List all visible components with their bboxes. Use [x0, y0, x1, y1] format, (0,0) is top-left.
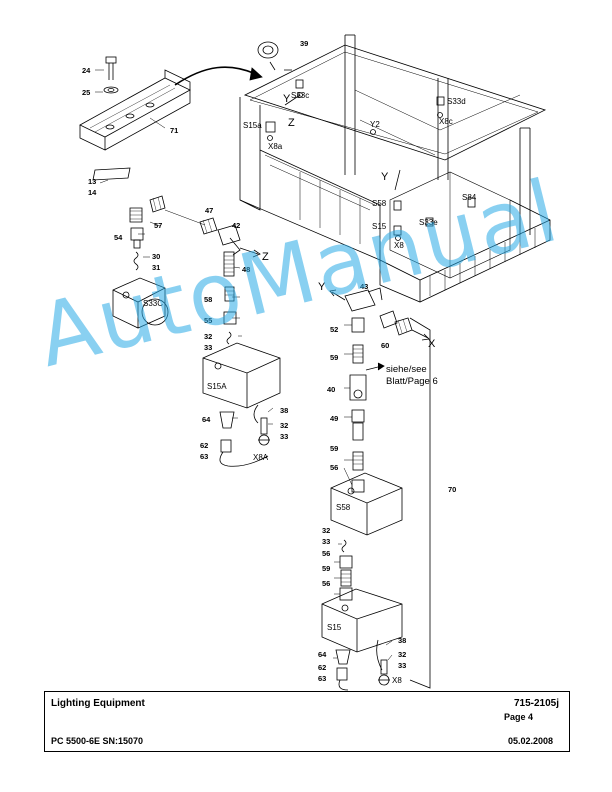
label-s15a-top: S15a	[243, 121, 262, 130]
part-39: 39	[300, 39, 308, 48]
part-60: 60	[381, 341, 389, 350]
part-63b: 63	[318, 674, 326, 683]
document-date: 05.02.2008	[507, 736, 553, 746]
right-fitting-chain	[321, 287, 431, 691]
part-32c: 32	[322, 526, 330, 535]
left-fitting-chain	[112, 195, 281, 467]
label-y2: Y2	[370, 120, 380, 129]
part-13: 13	[88, 177, 96, 186]
document-number: 715-2105j	[513, 698, 559, 709]
label-s58-top: S58	[372, 199, 387, 208]
part-70: 70	[448, 485, 456, 494]
note-line1: siehe/see	[386, 364, 427, 375]
part-71: 71	[170, 126, 178, 135]
axis-y-top: Y	[381, 171, 389, 183]
part-38a: 38	[280, 406, 288, 415]
title-block: Lighting Equipment 715-2105j Page 4 PC 5…	[44, 691, 570, 752]
part-32a: 32	[204, 332, 212, 341]
part-30: 30	[152, 252, 160, 261]
part-43: 43	[360, 282, 368, 291]
axis-labels: Z Z Y Y Y X	[262, 93, 436, 350]
part-56a: 56	[330, 463, 338, 472]
label-s15-top: S15	[372, 222, 387, 231]
part-number-labels: 39 24 25 71 13 14 57 47 42 54 30 31 48 5…	[82, 39, 456, 683]
part-63a: 63	[200, 452, 208, 461]
part-32d: 32	[398, 650, 406, 659]
part-56b: 56	[322, 549, 330, 558]
part-14: 14	[88, 188, 97, 197]
axis-z-left: Z	[262, 251, 269, 263]
part-52: 52	[330, 325, 338, 334]
part-33a: 33	[204, 343, 212, 352]
part-64a: 64	[202, 415, 211, 424]
component-labels: S33c S33d X8c S15a X8a Y2 S58 S15 X8 S33…	[143, 91, 477, 685]
part-56c: 56	[322, 579, 330, 588]
part-33b: 33	[280, 432, 288, 441]
part-62a: 62	[200, 441, 208, 450]
machine-model: PC 5500-6E SN:15070	[51, 736, 144, 746]
bracket-assembly	[79, 56, 191, 184]
part-42: 42	[232, 221, 240, 230]
part-47: 47	[205, 206, 213, 215]
page-number: Page 4	[503, 712, 533, 722]
label-s84: S84	[462, 193, 477, 202]
part-31: 31	[152, 263, 160, 272]
part-62b: 62	[318, 663, 326, 672]
part-40: 40	[327, 385, 335, 394]
label-s33e: S33e	[419, 218, 438, 227]
document-title: Lighting Equipment	[51, 698, 145, 709]
part-57: 57	[154, 221, 162, 230]
note-line2: Blatt/Page 6	[386, 376, 438, 387]
label-x8: X8	[392, 676, 402, 685]
label-x8a-top: X8a	[268, 142, 283, 151]
part-59b: 59	[330, 444, 338, 453]
part-24: 24	[82, 66, 91, 75]
part-58: 58	[204, 295, 212, 304]
part-32b: 32	[280, 421, 288, 430]
part-33c: 33	[322, 537, 330, 546]
label-s33c-box: S33C	[143, 299, 163, 308]
axis-x-right: X	[428, 338, 436, 350]
parts-diagram: 39 24 25 71 13 14 57 47 42 54 30 31 48 5…	[79, 34, 551, 691]
label-x8-top: X8	[394, 241, 404, 250]
part-49: 49	[330, 414, 338, 423]
part-48: 48	[242, 265, 250, 274]
see-page-note: siehe/see Blatt/Page 6	[386, 364, 438, 387]
part-33d: 33	[398, 661, 406, 670]
axis-y-frame: Y	[283, 93, 291, 105]
label-s15-box: S15	[327, 623, 342, 632]
part-59a: 59	[330, 353, 338, 362]
label-s15a-box: S15A	[207, 382, 227, 391]
part-59c: 59	[322, 564, 330, 573]
part-55: 55	[204, 316, 212, 325]
label-x8a: X8A	[253, 453, 269, 462]
part-38b: 38	[398, 636, 406, 645]
part-54: 54	[114, 233, 123, 242]
label-x8c: X8c	[439, 117, 453, 126]
part-25: 25	[82, 88, 90, 97]
machine-frame	[239, 34, 551, 303]
label-s33d: S33d	[447, 97, 466, 106]
label-s33c-top: S33c	[291, 91, 309, 100]
axis-y-right: Y	[318, 281, 326, 293]
axis-z-top: Z	[288, 117, 295, 129]
label-s58-box: S58	[336, 503, 351, 512]
part-64b: 64	[318, 650, 327, 659]
